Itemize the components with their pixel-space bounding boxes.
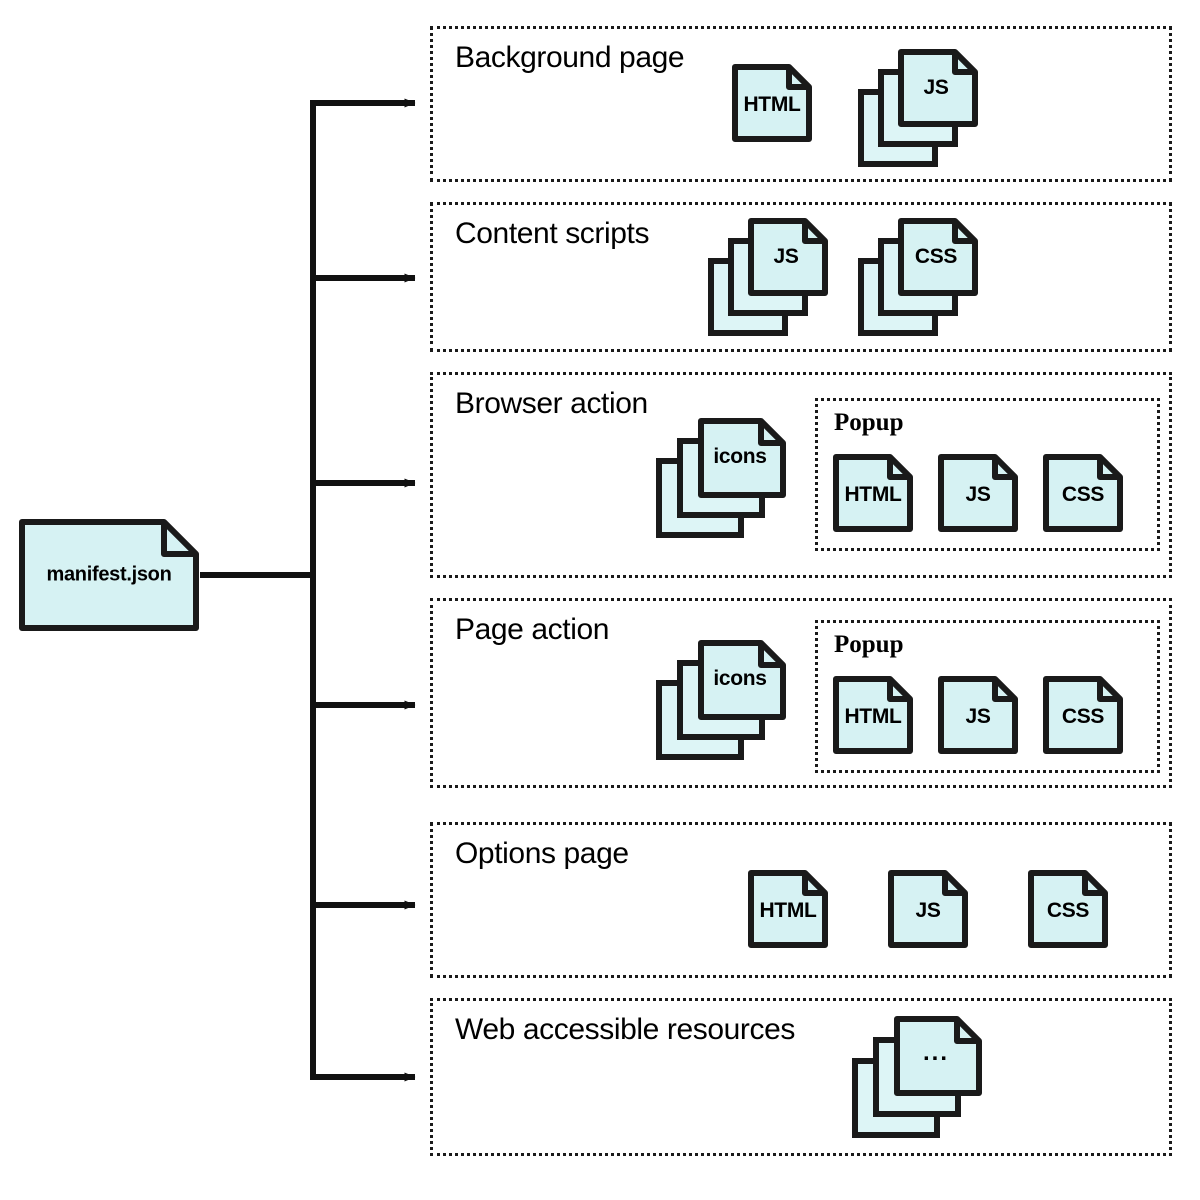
doc-icons-stack[interactable]: icons <box>655 639 787 761</box>
section-title-web-accessible-resources: Web accessible resources <box>455 1013 795 1046</box>
document-icon <box>938 676 1018 754</box>
document-stack-icon <box>656 418 786 538</box>
section-options-page[interactable]: Options page HTML JS CSS <box>430 822 1172 978</box>
document-icon <box>748 870 828 948</box>
doc-icons-stack[interactable]: icons <box>655 417 787 539</box>
doc-js-stack[interactable]: JS <box>857 48 979 168</box>
doc-html[interactable]: HTML <box>747 869 829 949</box>
document-icon <box>732 64 812 142</box>
doc-css-stack[interactable]: CSS <box>857 217 979 337</box>
doc-js[interactable]: JS <box>937 675 1019 755</box>
section-title-browser-action: Browser action <box>455 387 648 420</box>
popup-title: Popup <box>834 409 904 436</box>
doc-css[interactable]: CSS <box>1027 869 1109 949</box>
section-title-background-page: Background page <box>455 41 685 74</box>
section-content-scripts[interactable]: Content scripts JS CSS <box>430 202 1172 352</box>
document-icon <box>1043 454 1123 532</box>
section-title-options-page: Options page <box>455 837 629 870</box>
section-title-content-scripts: Content scripts <box>455 217 650 250</box>
document-icon <box>833 454 913 532</box>
doc-html[interactable]: HTML <box>832 453 914 533</box>
doc-js[interactable]: JS <box>937 453 1019 533</box>
popup-title: Popup <box>834 631 904 658</box>
document-stack-icon <box>656 640 786 760</box>
document-icon <box>1028 870 1108 948</box>
document-stack-icon <box>858 218 978 336</box>
doc-css[interactable]: CSS <box>1042 675 1124 755</box>
popup-box-page-action[interactable]: Popup HTML JS CSS <box>815 620 1160 773</box>
doc-resources-stack[interactable]: ... <box>851 1015 983 1139</box>
popup-box-browser-action[interactable]: Popup HTML JS CSS <box>815 398 1160 551</box>
document-icon <box>1043 676 1123 754</box>
document-icon <box>833 676 913 754</box>
doc-html[interactable]: HTML <box>731 63 813 143</box>
section-page-action[interactable]: Page action icons Popup HTML <box>430 598 1172 788</box>
section-background-page[interactable]: Background page HTML JS <box>430 26 1172 182</box>
document-stack-icon <box>858 49 978 167</box>
document-icon <box>888 870 968 948</box>
manifest-json-label: manifest.json <box>46 563 172 586</box>
document-icon <box>19 519 199 631</box>
document-stack-icon <box>852 1016 982 1138</box>
section-browser-action[interactable]: Browser action icons Popup HTML <box>430 372 1172 578</box>
section-web-accessible-resources[interactable]: Web accessible resources ... <box>430 998 1172 1156</box>
document-icon <box>938 454 1018 532</box>
doc-html[interactable]: HTML <box>832 675 914 755</box>
doc-js-stack[interactable]: JS <box>707 217 829 337</box>
doc-css[interactable]: CSS <box>1042 453 1124 533</box>
document-stack-icon <box>708 218 828 336</box>
section-title-page-action: Page action <box>455 613 610 646</box>
doc-js[interactable]: JS <box>887 869 969 949</box>
manifest-json-node[interactable]: manifest.json <box>18 518 200 632</box>
